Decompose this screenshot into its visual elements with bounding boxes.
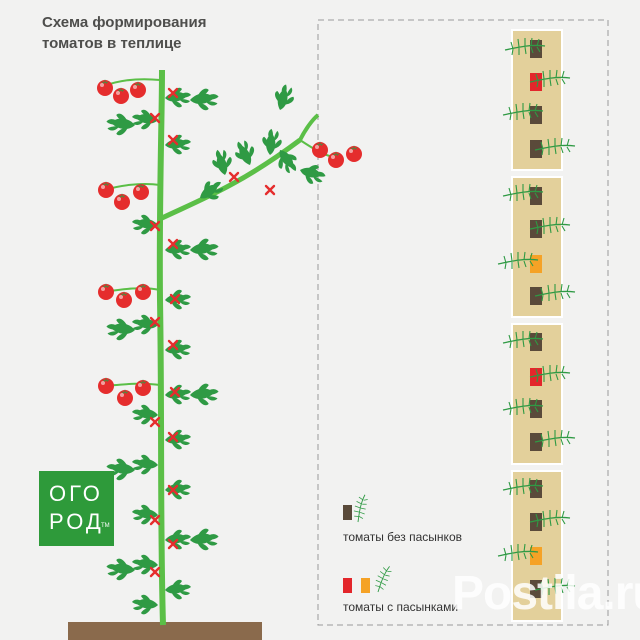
planting-scheme bbox=[497, 29, 576, 622]
main-stem bbox=[156, 69, 166, 626]
tomato-fruit-icon bbox=[312, 141, 328, 158]
legend-pot-red bbox=[343, 578, 352, 593]
logo-line-1: ОГО bbox=[49, 481, 103, 506]
leaf-icon bbox=[165, 289, 191, 310]
cut-mark-icon bbox=[228, 171, 240, 183]
legend-sprout-icon bbox=[370, 563, 396, 595]
pot-icon bbox=[530, 580, 542, 598]
cut-mark-icon bbox=[264, 184, 276, 196]
logo-line-2: РОД bbox=[49, 509, 104, 534]
legend-pot-orange bbox=[361, 578, 370, 593]
leaf-icon bbox=[165, 579, 191, 600]
leaf-icon bbox=[165, 239, 191, 260]
leaf-icon bbox=[190, 88, 219, 111]
leaf-icon bbox=[190, 238, 219, 261]
watermark: Postila.ru bbox=[452, 567, 640, 620]
leaf-icon bbox=[106, 558, 135, 581]
side-stem-tip bbox=[298, 113, 320, 141]
tomato-fruit-icon bbox=[135, 283, 151, 300]
tomato-fruit-icon bbox=[346, 145, 362, 162]
legend-pot-dark bbox=[343, 505, 352, 520]
cut-mark-icon bbox=[149, 566, 161, 578]
title-line-1: Схема формирования bbox=[42, 14, 207, 31]
pot-icon bbox=[530, 368, 542, 386]
leaf-icon bbox=[106, 113, 135, 136]
tomato-fruit-icon bbox=[113, 87, 129, 104]
cut-mark-icon bbox=[149, 416, 161, 428]
tomato-fruit-icon bbox=[98, 377, 114, 394]
tomato-fruit-icon bbox=[130, 81, 146, 98]
logo-tm: TM bbox=[101, 523, 110, 529]
soil-strip bbox=[68, 622, 262, 640]
leaf-icon bbox=[270, 82, 298, 114]
pot-icon bbox=[530, 40, 542, 58]
pot-icon bbox=[530, 220, 542, 238]
legend-sprout-icon bbox=[349, 492, 372, 524]
title-line-2: томатов в теплице bbox=[42, 35, 182, 52]
leaf-icon bbox=[132, 454, 158, 475]
tomato-plant bbox=[97, 69, 362, 626]
tomato-fruit-icon bbox=[117, 389, 133, 406]
leaf-icon bbox=[231, 137, 259, 169]
ogorod-logo: ОГО РОД TM bbox=[39, 471, 114, 546]
dashed-frame bbox=[317, 19, 609, 626]
leaf-icon bbox=[296, 160, 328, 188]
tomato-fruit-icon bbox=[116, 291, 132, 308]
tomato-fruit-icon bbox=[135, 379, 151, 396]
diagram-title: Схема формирования томатов в теплице bbox=[42, 12, 206, 54]
pot-icon bbox=[530, 513, 542, 531]
leaf-icon bbox=[165, 479, 191, 500]
pot-icon bbox=[530, 140, 542, 158]
tomato-fruit-icon bbox=[328, 151, 344, 168]
tomato-fruit-icon bbox=[114, 193, 130, 210]
legend bbox=[343, 492, 396, 595]
leaf-icon bbox=[132, 594, 158, 615]
tomato-fruit-icon bbox=[97, 79, 113, 96]
legend-without-side-shoots: томаты без пасынков bbox=[343, 530, 462, 544]
pot-icon bbox=[530, 73, 542, 91]
leaf-icon bbox=[190, 528, 219, 551]
leaf-icon bbox=[190, 383, 219, 406]
legend-with-side-shoots: томаты с пасынками bbox=[343, 600, 459, 614]
tomato-fruit-icon bbox=[98, 181, 114, 198]
tomato-fruit-icon bbox=[98, 283, 114, 300]
tomato-fruit-icon bbox=[133, 183, 149, 200]
leaf-icon bbox=[106, 318, 135, 341]
